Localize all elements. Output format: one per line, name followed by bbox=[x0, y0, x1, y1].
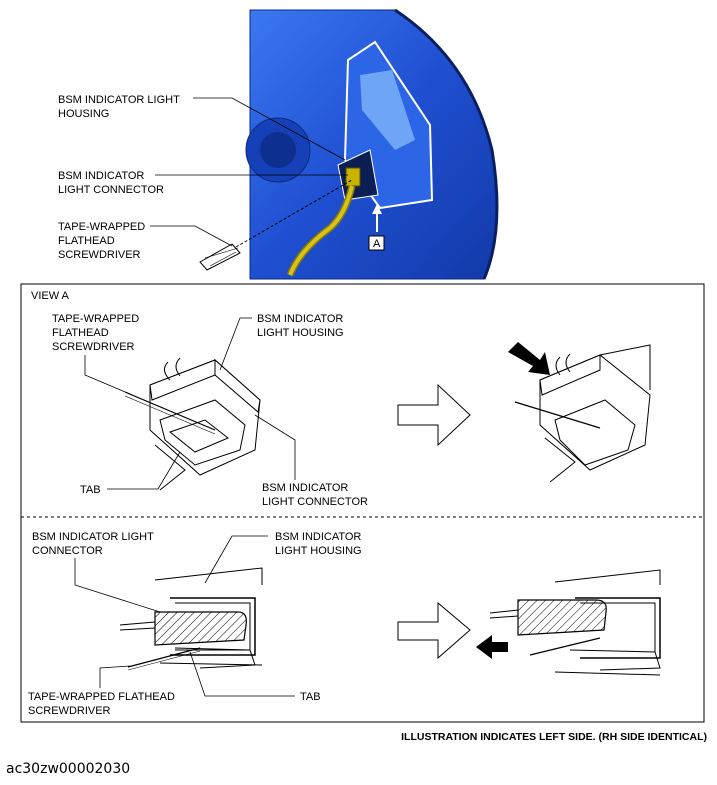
lower-screwdriver-callout: TAPE-WRAPPED FLATHEAD SCREWDRIVER bbox=[28, 665, 175, 717]
step-arrow-lower bbox=[397, 601, 471, 660]
upper-left-assembly bbox=[124, 357, 261, 491]
lower-screwdriver-label-line2: SCREWDRIVER bbox=[28, 705, 111, 717]
upper-screwdriver-label-line3: SCREWDRIVER bbox=[52, 341, 135, 353]
upper-housing-label-line2: LIGHT HOUSING bbox=[257, 327, 344, 339]
lower-housing-label-line2: LIGHT HOUSING bbox=[275, 545, 362, 557]
upper-screwdriver-label-line1: TAPE-WRAPPED bbox=[52, 313, 139, 325]
top-connector-label-line2: LIGHT CONNECTOR bbox=[58, 184, 164, 196]
view-a-arrow bbox=[368, 204, 385, 251]
upper-screwdriver-label-line2: FLATHEAD bbox=[52, 327, 109, 339]
lower-tab-label: TAB bbox=[300, 691, 321, 703]
top-screwdriver-label-line3: SCREWDRIVER bbox=[58, 249, 141, 261]
figure-code: ac30zw00002030 bbox=[6, 761, 131, 777]
door-panel-illustration bbox=[245, 8, 499, 280]
upper-connector-callout: BSM INDICATOR LIGHT CONNECTOR bbox=[254, 414, 368, 508]
pull-arrow-lower bbox=[476, 635, 508, 659]
pull-arrow-upper bbox=[508, 342, 550, 375]
upper-connector-label-line2: LIGHT CONNECTOR bbox=[262, 496, 368, 508]
top-connector-label-line1: BSM INDICATOR bbox=[58, 170, 144, 182]
illustration-note: ILLUSTRATION INDICATES LEFT SIDE. (RH SI… bbox=[401, 731, 707, 743]
top-screwdriver-label-line1: TAPE-WRAPPED bbox=[58, 221, 145, 233]
top-screwdriver-label-line2: FLATHEAD bbox=[58, 235, 115, 247]
view-a-title: VIEW A bbox=[31, 290, 70, 302]
lower-tab-callout: TAB bbox=[189, 651, 321, 703]
step-arrow-upper bbox=[397, 383, 471, 447]
lower-housing-label-line1: BSM INDICATOR bbox=[275, 531, 361, 543]
upper-housing-callout: BSM INDICATOR LIGHT HOUSING bbox=[219, 313, 344, 371]
screwdriver-top bbox=[199, 179, 353, 271]
top-housing-label-line2: HOUSING bbox=[58, 108, 109, 120]
upper-right-assembly bbox=[514, 344, 651, 483]
lower-connector-callout: BSM INDICATOR LIGHT CONNECTOR bbox=[32, 531, 161, 613]
view-a-frame bbox=[20, 283, 705, 723]
lower-right-section bbox=[489, 569, 661, 676]
wire-harness bbox=[286, 185, 356, 277]
upper-left-screwdriver-callout: TAPE-WRAPPED FLATHEAD SCREWDRIVER bbox=[52, 313, 139, 395]
top-housing-callout: BSM INDICATOR LIGHT HOUSING bbox=[58, 94, 346, 161]
view-marker-a: A bbox=[373, 238, 381, 250]
upper-connector-label-line1: BSM INDICATOR bbox=[262, 482, 348, 494]
upper-tab-callout: TAB bbox=[80, 451, 181, 496]
lower-screwdriver-label-line1: TAPE-WRAPPED FLATHEAD bbox=[28, 691, 175, 703]
top-housing-label-line1: BSM INDICATOR LIGHT bbox=[58, 94, 180, 106]
top-connector-callout: BSM INDICATOR LIGHT CONNECTOR bbox=[58, 170, 348, 196]
lower-connector-label-line1: BSM INDICATOR LIGHT bbox=[32, 531, 154, 543]
top-screwdriver-callout: TAPE-WRAPPED FLATHEAD SCREWDRIVER bbox=[58, 221, 233, 261]
lower-connector-label-line2: CONNECTOR bbox=[32, 545, 103, 557]
lower-housing-callout: BSM INDICATOR LIGHT HOUSING bbox=[204, 531, 362, 584]
upper-housing-label-line1: BSM INDICATOR bbox=[257, 313, 343, 325]
lower-left-section bbox=[119, 567, 263, 671]
upper-tab-label: TAB bbox=[80, 484, 101, 496]
